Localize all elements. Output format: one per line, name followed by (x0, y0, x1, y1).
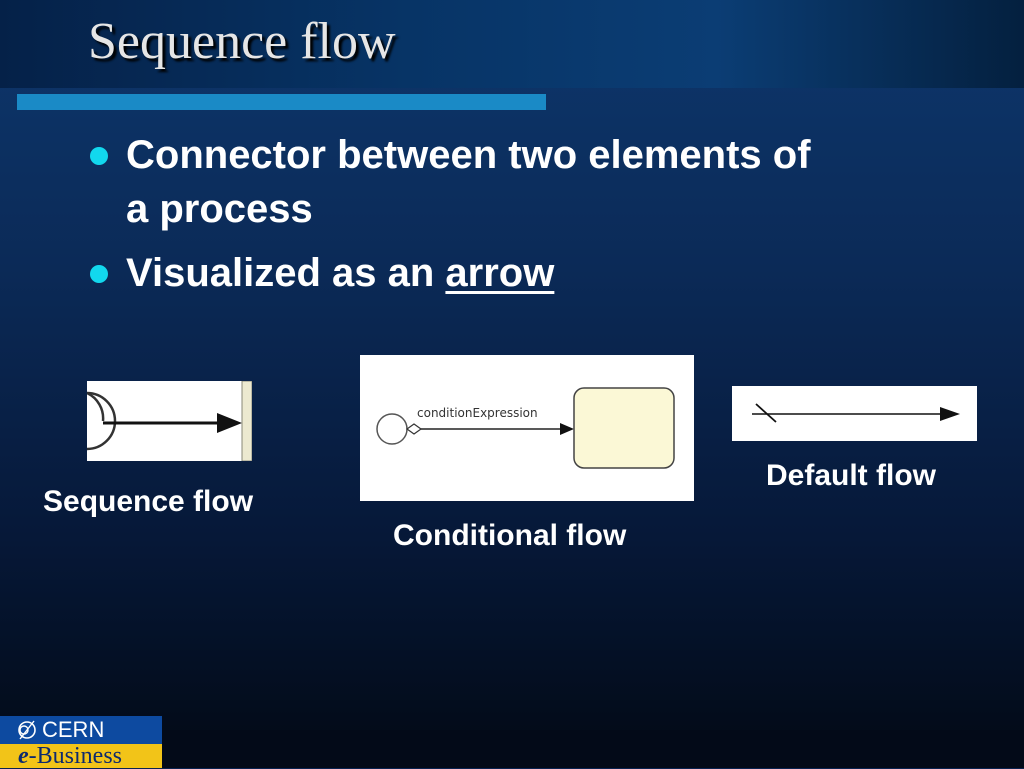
default-flow-figure (732, 386, 977, 441)
bullet-item-visualized: Visualized as an arrow (88, 246, 948, 300)
footer-band (0, 730, 1024, 768)
conditional-flow-figure: conditionExpression (360, 355, 694, 501)
default-flow-arrowhead-icon (940, 407, 960, 421)
bullet-text-line-1: Connector between two elements of (126, 133, 811, 177)
logo-e-letter: e (18, 743, 29, 769)
arrow-link[interactable]: arrow (445, 251, 555, 295)
logo-top-bar: CERN (0, 716, 162, 744)
task-box (573, 387, 675, 469)
bullet-text-line-2: a process (126, 187, 313, 231)
start-event-circle (376, 413, 408, 445)
sequence-flow-figure (87, 381, 252, 461)
default-flow-caption: Default flow (766, 459, 936, 492)
slide-title: Sequence flow (88, 13, 396, 70)
default-marker-slash-icon (755, 403, 777, 423)
logo-bottom-bar: e-Business (0, 744, 162, 768)
bullet-dot-icon (90, 147, 108, 165)
logo-bottom-text: -Business (28, 743, 122, 769)
bullet-list: Connector between two elements of a proc… (88, 128, 948, 310)
logo-top-text: CERN (42, 717, 105, 742)
cern-emblem-icon (18, 720, 36, 740)
conditional-flow-arrowhead-icon (560, 423, 574, 435)
title-underline-bar (17, 94, 546, 110)
title-band (0, 0, 1024, 88)
bullet-text: Visualized as an (126, 251, 446, 295)
sequence-flow-arrowhead-icon (217, 413, 242, 433)
cern-ebusiness-logo: CERN e-Business (0, 716, 162, 768)
start-event-arc (87, 391, 117, 451)
conditional-flow-caption: Conditional flow (393, 519, 627, 552)
condition-expression-label: conditionExpression (417, 406, 538, 420)
target-task-edge (241, 381, 252, 461)
bullet-dot-icon (90, 265, 108, 283)
sequence-flow-caption: Sequence flow (43, 485, 254, 518)
condition-diamond-icon (405, 423, 423, 435)
start-event-arc-inner (87, 391, 105, 422)
bullet-item-connector: Connector between two elements of a proc… (88, 128, 948, 236)
